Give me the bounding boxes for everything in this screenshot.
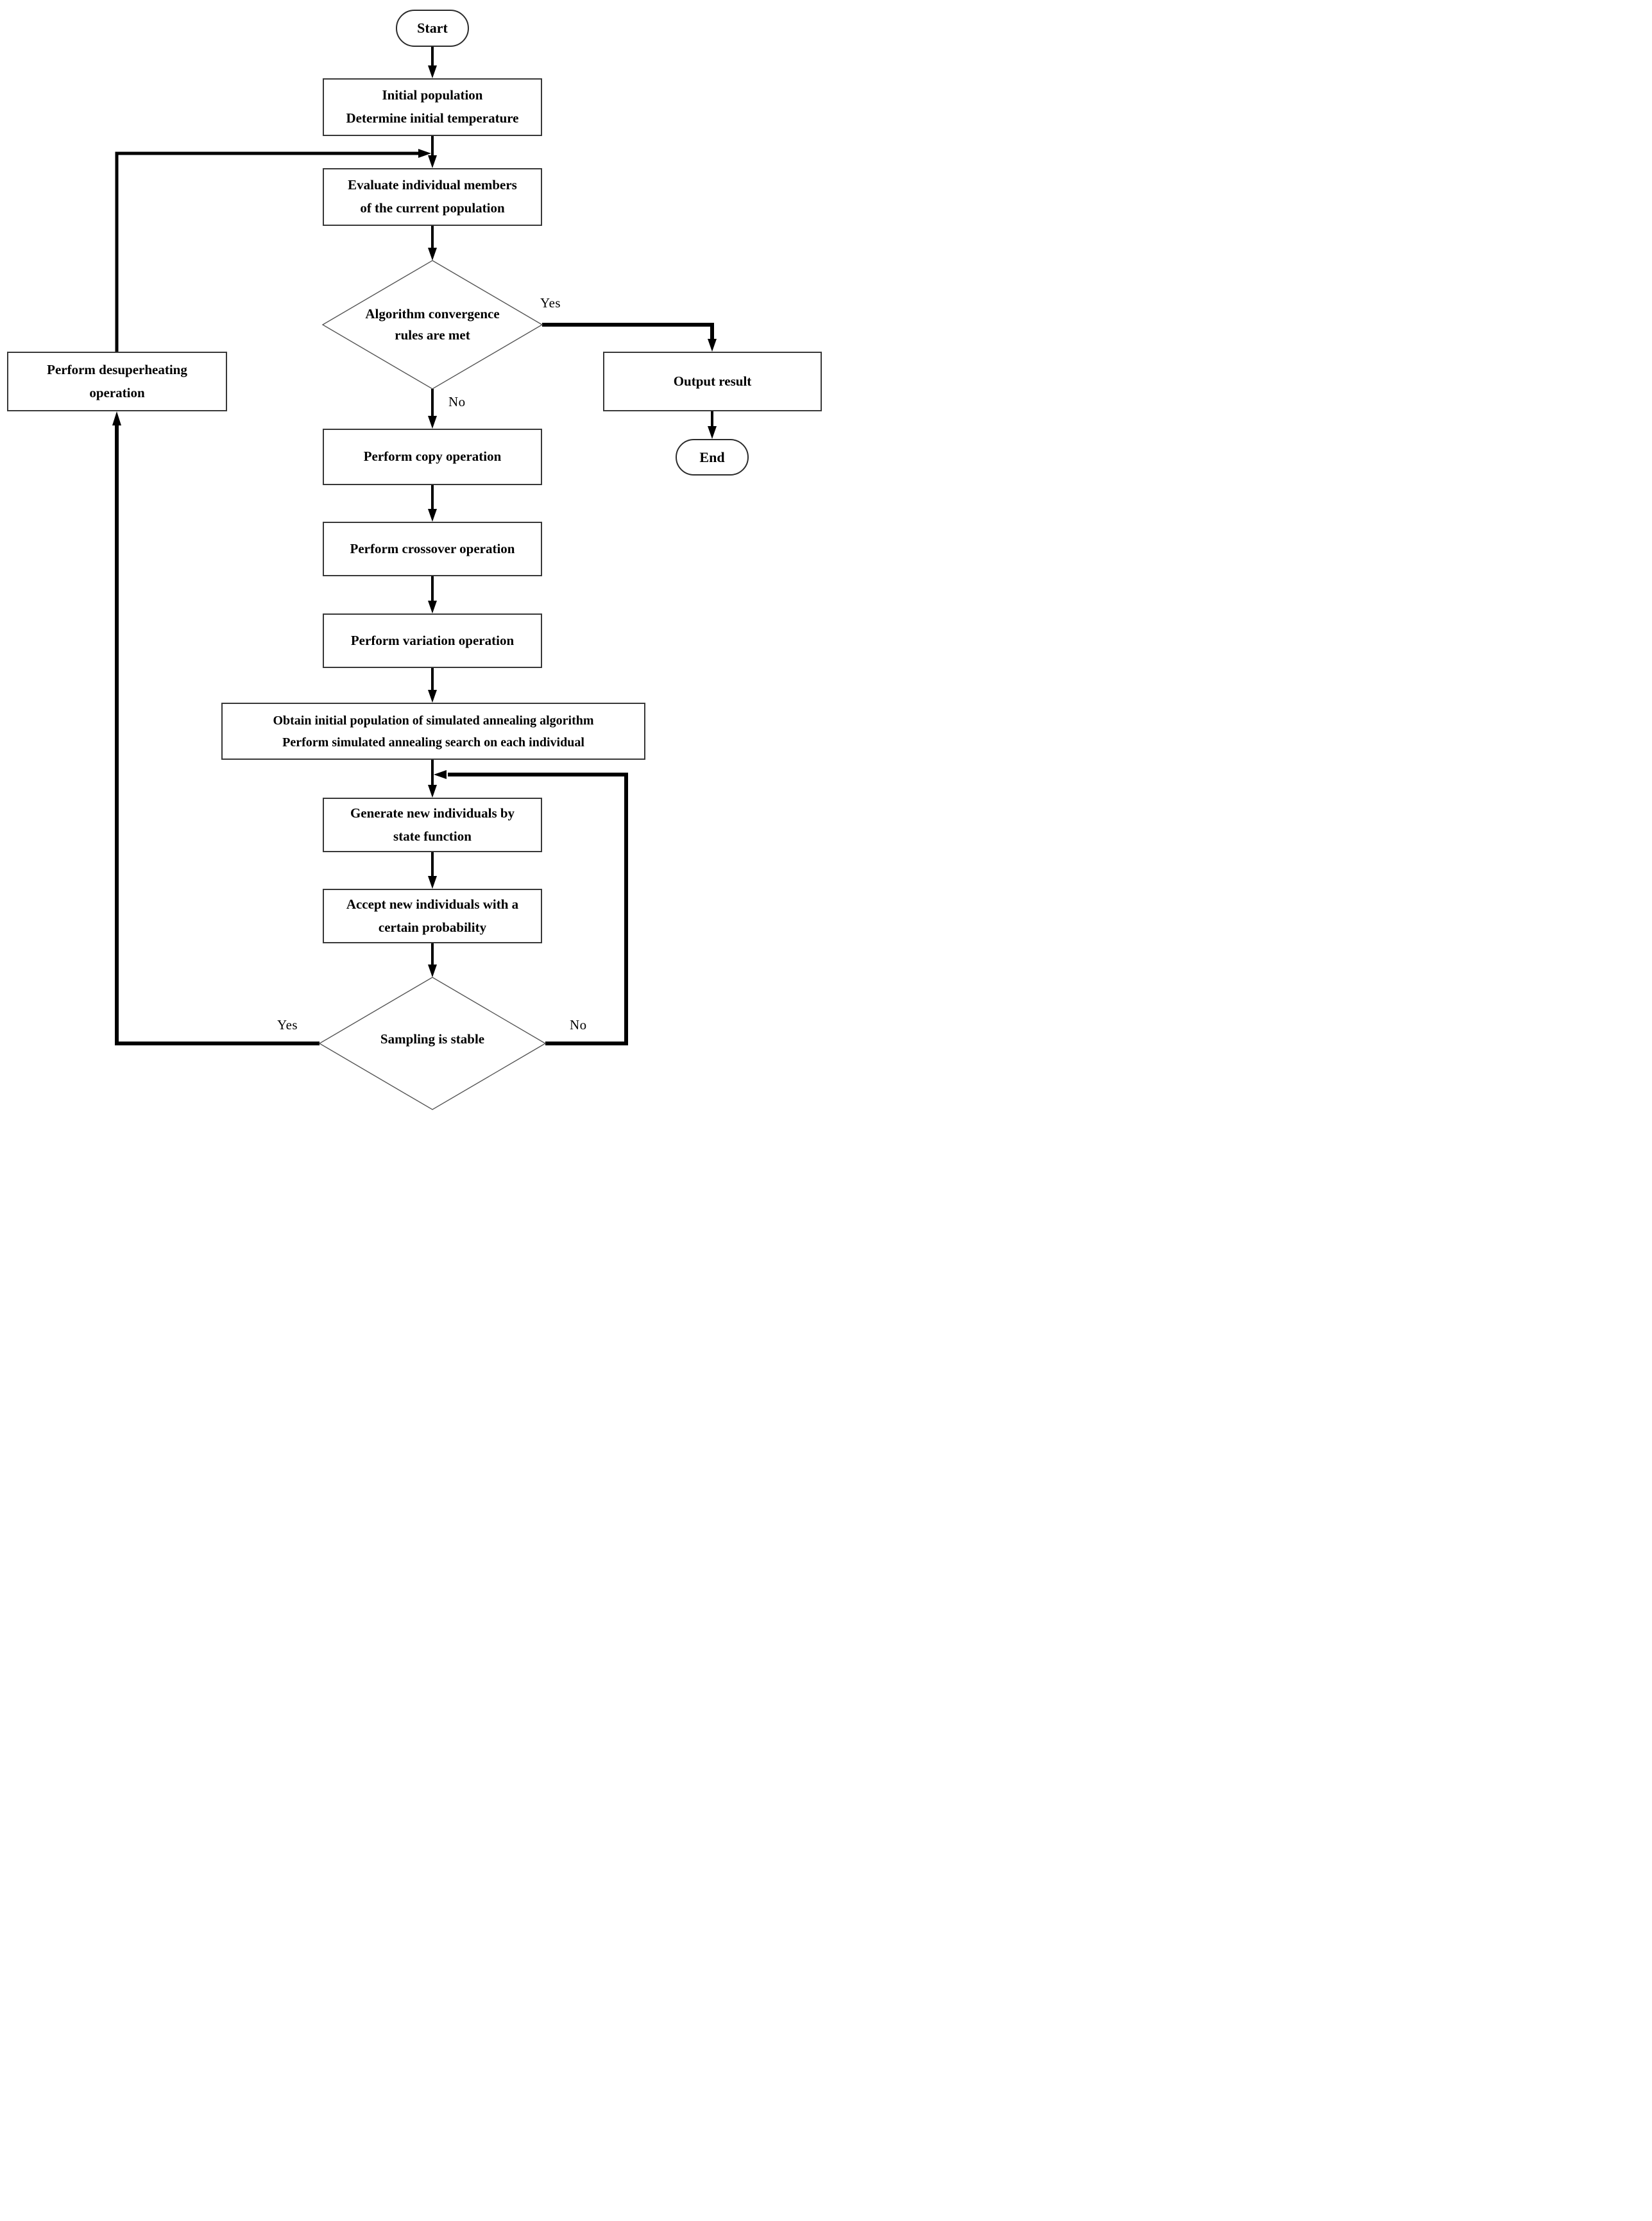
desuperheating-box: Perform desuperheating operation — [7, 352, 227, 411]
sa-initial-population-box: Obtain initial population of simulated a… — [221, 703, 645, 760]
initial-population-box: Initial population Determine initial tem… — [323, 78, 542, 136]
connector-start-to-init — [428, 47, 437, 78]
crossover-operation-label: Perform crossover operation — [350, 540, 515, 556]
accept-individuals-box: Accept new individuals with a certain pr… — [323, 889, 542, 943]
connector-crossover-to-variation — [428, 576, 437, 613]
sa-initial-population-line1: Obtain initial population of simulated a… — [273, 713, 594, 728]
convergence-line2: rules are met — [395, 327, 470, 343]
copy-operation-label: Perform copy operation — [363, 449, 502, 465]
sampling-stable-label: Sampling is stable — [380, 1031, 485, 1047]
connector-copy-to-crossover — [428, 485, 437, 522]
start-node: Start — [396, 10, 469, 47]
evaluate-members-line1: Evaluate individual members — [348, 177, 517, 193]
end-label: End — [699, 449, 725, 465]
connector-variation-to-sa-init — [428, 668, 437, 703]
connectors-layer — [112, 47, 717, 1110]
generate-individuals-line2: state function — [393, 828, 472, 844]
end-node: End — [676, 439, 749, 476]
copy-operation-box: Perform copy operation — [323, 429, 542, 485]
initial-population-line1: Initial population — [382, 87, 483, 103]
connector-sa-init-to-generate — [428, 760, 437, 798]
connector-evaluate-to-convergence — [428, 226, 437, 261]
convergence-no-label: No — [448, 394, 466, 409]
flowchart-canvas: Start End Initial population Determine i… — [0, 0, 826, 1111]
connector-convergence-yes-to-output — [542, 323, 717, 352]
convergence-yes-label: Yes — [540, 295, 561, 311]
evaluate-members-box: Evaluate individual members of the curre… — [323, 168, 542, 226]
sampling-stable-diamond: Sampling is stable — [336, 1028, 529, 1050]
sampling-yes-label: Yes — [277, 1017, 298, 1033]
connector-sampling-no-loop — [434, 770, 628, 1045]
connector-accept-to-sampling — [428, 943, 437, 977]
desuperheating-line2: operation — [89, 384, 145, 400]
generate-individuals-box: Generate new individuals by state functi… — [323, 798, 542, 852]
connector-convergence-no-to-copy — [428, 389, 437, 429]
convergence-line1: Algorithm convergence — [365, 306, 500, 322]
sampling-no-label: No — [570, 1017, 587, 1033]
start-label: Start — [417, 20, 448, 37]
convergence-diamond-shape — [321, 260, 543, 390]
connector-output-to-end — [708, 411, 717, 439]
output-result-label: Output result — [673, 373, 752, 389]
accept-individuals-line1: Accept new individuals with a — [346, 896, 519, 912]
connector-sampling-yes-loop — [112, 411, 319, 1045]
variation-operation-box: Perform variation operation — [323, 613, 542, 668]
initial-population-line2: Determine initial temperature — [346, 110, 519, 126]
connector-init-to-evaluate — [428, 136, 437, 168]
crossover-operation-box: Perform crossover operation — [323, 522, 542, 576]
desuperheating-line1: Perform desuperheating — [47, 361, 187, 377]
connector-generate-to-accept — [428, 852, 437, 889]
sa-initial-population-line2: Perform simulated annealing search on ea… — [282, 735, 584, 750]
generate-individuals-line1: Generate new individuals by — [350, 805, 515, 821]
accept-individuals-line2: certain probability — [378, 919, 487, 935]
sampling-diamond-shape — [318, 977, 547, 1110]
output-result-box: Output result — [603, 352, 822, 411]
connector-desuperheating-to-main — [115, 149, 431, 352]
evaluate-members-line2: of the current population — [360, 200, 505, 216]
convergence-diamond: Algorithm convergence rules are met — [336, 296, 529, 353]
variation-operation-label: Perform variation operation — [350, 632, 515, 648]
